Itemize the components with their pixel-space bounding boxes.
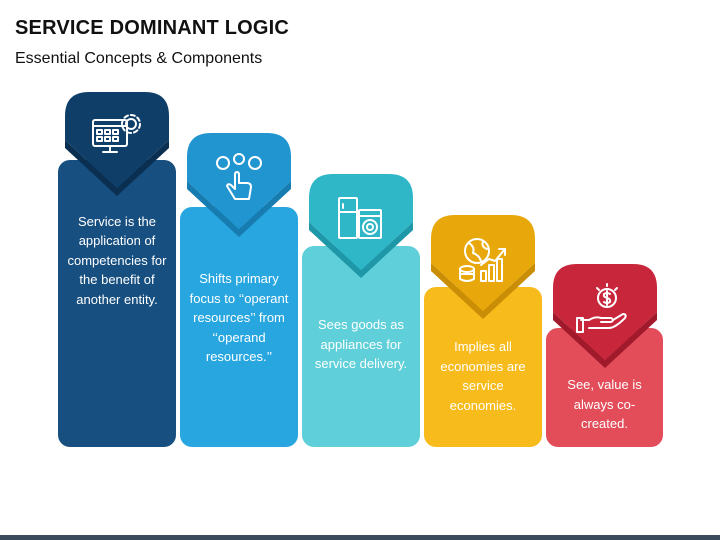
step-text-2: Shifts primary focus to ‘‘operant resour… (189, 271, 289, 365)
computer-settings-icon (92, 114, 141, 153)
step-badge-4 (431, 215, 535, 325)
step-card-1: Service is the application of competenci… (58, 160, 176, 447)
step-badge-1 (65, 92, 169, 202)
step-text-4: Implies all economies are service econom… (440, 339, 526, 413)
global-economy-icon (459, 238, 506, 282)
step-text-3: Sees goods as appliances for service del… (314, 317, 408, 372)
step-badge-5 (553, 264, 657, 374)
badge-shape-5 (553, 264, 657, 360)
page-title: SERVICE DOMINANT LOGIC (15, 17, 290, 39)
appliances-icon (338, 197, 382, 239)
step-badge-2 (187, 133, 291, 243)
step-card-3: Sees goods as appliances for service del… (302, 246, 420, 447)
hand-money-icon (576, 283, 627, 333)
footer-bar (0, 535, 720, 540)
step-text-1: Service is the application of competenci… (67, 213, 167, 307)
step-text-5: See, value is always co-created. (567, 377, 642, 432)
badge-shape-3 (309, 174, 413, 270)
step-card-2: Shifts primary focus to ‘‘operant resour… (180, 207, 298, 447)
step-badge-3 (309, 174, 413, 284)
page-subtitle: Essential Concepts & Components (15, 50, 263, 67)
hand-tap-options-icon (216, 153, 262, 200)
